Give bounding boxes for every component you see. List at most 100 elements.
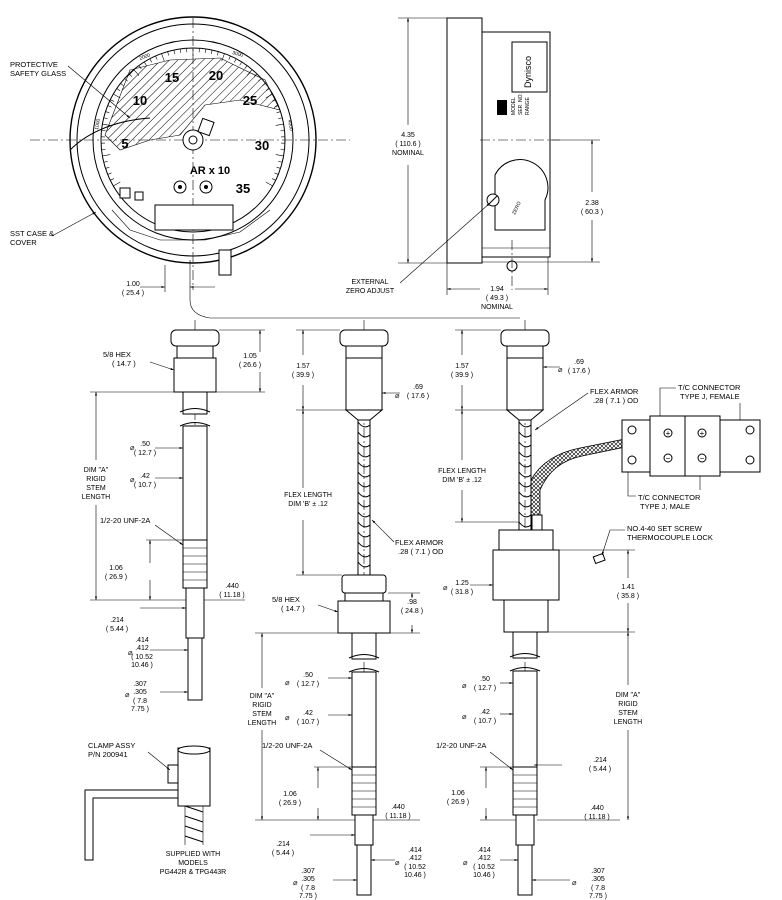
dim-text: DIM "A": [84, 467, 109, 474]
dial-tick: [262, 83, 266, 87]
dial-tick: [107, 105, 112, 108]
callout-text: FLEX ARMOR: [395, 538, 444, 547]
dim-text: ( 7.8: [133, 698, 147, 705]
dial-tick: [116, 88, 121, 92]
armor-coil: [357, 541, 371, 548]
dim-text: .42: [303, 710, 313, 717]
dim-text: ( 49.3 ): [486, 295, 508, 302]
armor-coil: [357, 511, 371, 518]
dial-tick: [216, 51, 219, 56]
dim-text: ( 10.52: [404, 864, 426, 871]
dim-text: FLEX LENGTH: [284, 492, 332, 499]
arc-label: 2000: [139, 52, 152, 62]
callout-text: T/C CONNECTOR: [638, 493, 701, 502]
dial-tick: [103, 160, 108, 163]
dial-tick: [211, 49, 213, 54]
armor-coil: [357, 551, 371, 558]
dim-text: .305: [133, 689, 147, 696]
dial-tick: [234, 58, 237, 63]
dim-text: ( 12.7 ): [297, 681, 319, 688]
dim-text: .412: [408, 855, 422, 862]
dim-text: .414: [408, 847, 422, 854]
svg-text:⌀: ⌀: [130, 443, 135, 452]
tc-connector: + + − − T/C CONNECTOR TYPE J, FEMALE T/C…: [621, 383, 761, 511]
callout-text: ( 14.7 ): [281, 604, 305, 613]
dim-text: 1.57: [296, 363, 310, 370]
dim-text: ( 11.18 ): [584, 814, 610, 821]
armor-coil: [518, 481, 532, 488]
dim-text: 1.05: [243, 353, 257, 360]
callout-text: 5/8 HEX: [103, 350, 131, 359]
zero-text: ZERO: [511, 201, 522, 216]
dim-text: .50: [140, 441, 150, 448]
dim-text: RIGID: [86, 476, 105, 483]
dial-tick: [265, 181, 273, 187]
plate-text: SER. NO.: [518, 93, 524, 115]
dim-text: 1.06: [109, 565, 123, 572]
dial-tick: [244, 65, 248, 69]
svg-text:+: +: [700, 429, 705, 438]
svg-text:+: +: [666, 429, 671, 438]
dim-text: .307: [133, 681, 147, 688]
dim-text: 4.35: [401, 132, 415, 139]
callout-text: 5/8 HEX: [272, 595, 300, 604]
gauge-side-view: Dynisco MODEL SER. NO. RANGE ZERO: [446, 17, 560, 290]
callout-text: EXTERNAL: [352, 279, 389, 286]
dim-text: .440: [391, 804, 405, 811]
callout-text: P/N 200941: [88, 750, 128, 759]
armor-coil: [518, 431, 532, 438]
dim-text: RIGID: [252, 702, 271, 709]
dim-text: NOMINAL: [481, 304, 513, 311]
armor-coil: [357, 531, 371, 538]
probe-flex: [337, 320, 391, 896]
dial-tick: [120, 83, 124, 87]
svg-text:⌀: ⌀: [558, 365, 563, 374]
dial-tick: [149, 58, 152, 63]
brand-text: Dynisco: [523, 56, 533, 88]
dim-text: STEM: [252, 711, 272, 718]
dial-tick: [276, 166, 281, 169]
dim-text: ( 24.8 ): [401, 608, 423, 615]
dial-tick: [271, 178, 276, 181]
svg-text:−: −: [666, 454, 671, 463]
dim-text: ( 39.9 ): [292, 372, 314, 379]
dim-text: 7.75 ): [589, 893, 607, 900]
dial-number: 25: [243, 93, 257, 108]
callout-text: PG442R & TPG443R: [160, 869, 226, 876]
dial-tick: [124, 78, 128, 82]
dial-tick: [102, 154, 111, 157]
dim-text: ( 10.52: [131, 654, 153, 661]
dim-text: .214: [276, 841, 290, 848]
callout-text: THERMOCOUPLE LOCK: [627, 533, 713, 542]
dim-text: .307: [301, 868, 315, 875]
callout-text: 1/2-20 UNF-2A: [436, 741, 486, 750]
dim-text: ( 5.44 ): [272, 850, 294, 857]
armor-coil: [518, 441, 532, 448]
armor-coil: [518, 451, 532, 458]
dim-text: 7.75 ): [131, 706, 149, 713]
dim-text: .214: [593, 757, 607, 764]
dim-text: .69: [574, 359, 584, 366]
armor-coil: [357, 471, 371, 478]
dial-tick: [221, 53, 225, 62]
callout-text: ( 14.7 ): [112, 359, 136, 368]
dim-text: .412: [135, 645, 149, 652]
dim-1.94: 1.94 ( 49.3 ) NOMINAL: [446, 257, 549, 311]
armor-coil: [357, 451, 371, 458]
dims-left-probe: 5/8 HEX ( 14.7 ) 1.05 ( 26.6 ) DIM "A" R…: [82, 329, 265, 713]
dial-tick: [113, 181, 121, 187]
armor-coil: [518, 471, 532, 478]
dim-text: 1.25: [455, 580, 469, 587]
svg-text:−: −: [700, 454, 705, 463]
svg-text:⌀: ⌀: [462, 712, 467, 721]
dim-text: 1.41: [621, 584, 635, 591]
armor-coil: [518, 491, 532, 498]
dim-text: NOMINAL: [392, 150, 424, 157]
dim-text: 10.46 ): [404, 872, 426, 879]
dim-text: ( 31.8 ): [451, 589, 473, 596]
armor-coil: [357, 501, 371, 508]
callout-text: 1/2-20 UNF-2A: [100, 516, 150, 525]
dial-tick: [133, 69, 140, 76]
dial-tick: [274, 105, 279, 108]
dial-number: 5: [121, 136, 128, 151]
